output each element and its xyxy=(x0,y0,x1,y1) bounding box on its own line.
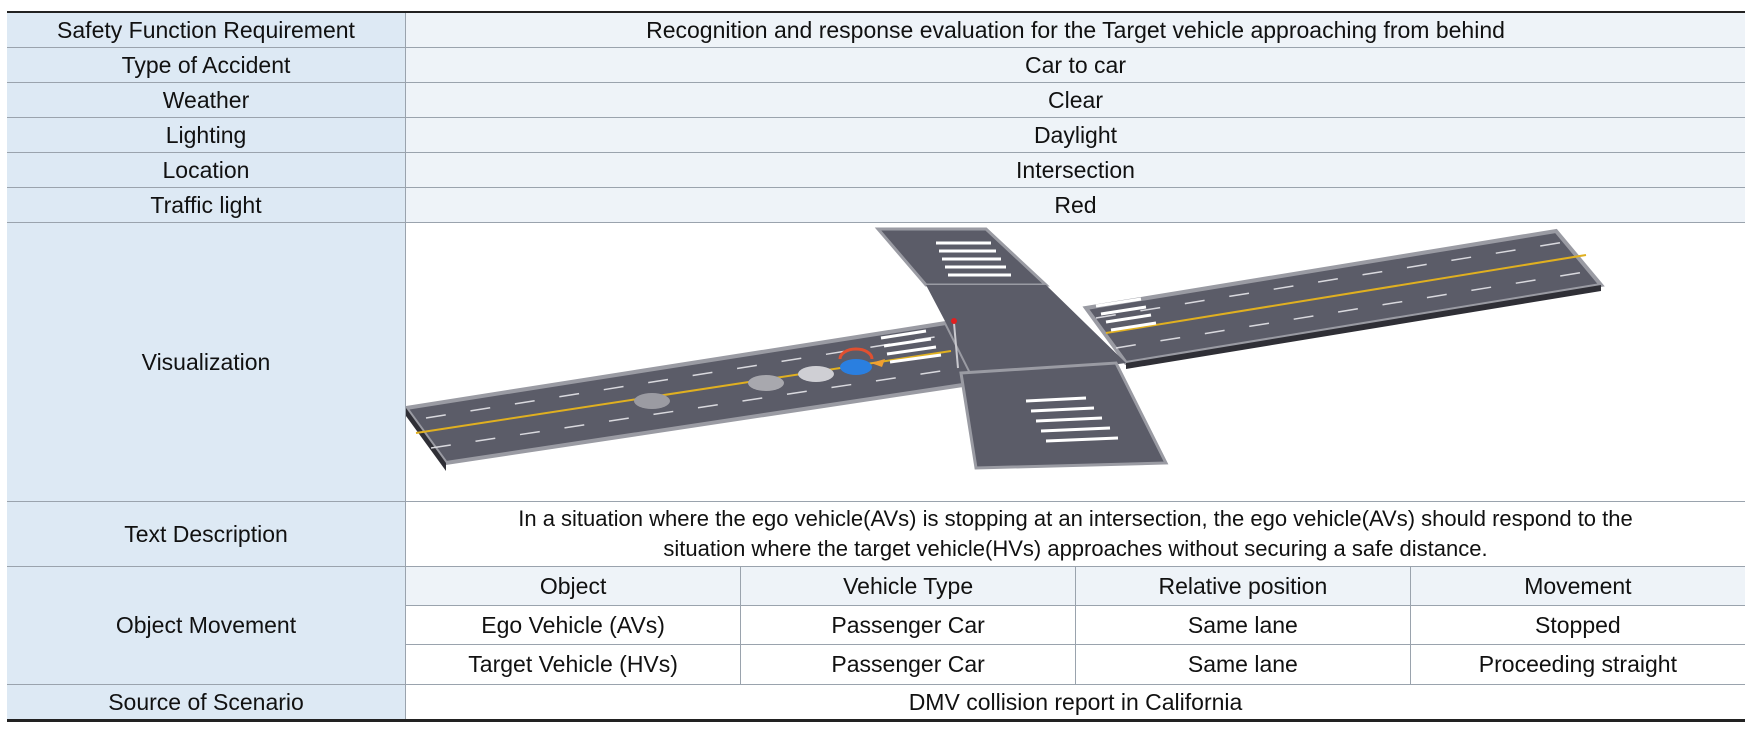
intersection-illustration xyxy=(406,227,1605,471)
row-weather: Weather Clear xyxy=(7,82,1745,118)
header-movement: Movement xyxy=(1410,567,1745,606)
value-safety-function: Recognition and response evaluation for … xyxy=(405,12,1745,48)
target-vehicle xyxy=(798,366,834,382)
label-source: Source of Scenario xyxy=(7,684,406,721)
row-location: Location Intersection xyxy=(7,152,1745,188)
car-far xyxy=(634,393,670,409)
row-safety-function: Safety Function Requirement Recognition … xyxy=(7,12,1745,48)
road-north xyxy=(874,227,1050,287)
movement-row-ego: Ego Vehicle (AVs) Passenger Car Same lan… xyxy=(406,605,1745,645)
target-object: Target Vehicle (HVs) xyxy=(406,644,742,684)
lane-dash-east-1 xyxy=(1095,240,1572,319)
crosswalk-east xyxy=(1095,297,1157,332)
visualization-cell xyxy=(405,222,1745,502)
header-relative-position: Relative position xyxy=(1075,567,1411,606)
traffic-light-pole xyxy=(953,322,959,369)
description-line-1: In a situation where the ego vehicle(AVs… xyxy=(518,506,1633,531)
sensor-arc-icon xyxy=(838,347,874,360)
value-location: Intersection xyxy=(405,152,1745,188)
road-main-east-edge xyxy=(1126,285,1601,369)
label-visualization: Visualization xyxy=(7,222,406,502)
object-movement-table: Object Vehicle Type Relative position Mo… xyxy=(406,567,1745,684)
header-object: Object xyxy=(406,567,742,606)
row-object-movement: Object Movement Object Vehicle Type Rela… xyxy=(7,566,1745,685)
label-text-description: Text Description xyxy=(7,501,406,567)
label-weather: Weather xyxy=(7,82,406,118)
target-vehicle-type: Passenger Car xyxy=(740,644,1076,684)
sensor-arc-front-icon xyxy=(871,359,885,367)
crosswalk-west xyxy=(880,329,942,364)
ego-object: Ego Vehicle (AVs) xyxy=(406,605,742,645)
value-accident-type: Car to car xyxy=(405,47,1745,83)
road-south xyxy=(959,361,1169,470)
crosswalk-south xyxy=(1025,396,1119,443)
object-movement-cell: Object Vehicle Type Relative position Mo… xyxy=(405,566,1745,685)
crosswalk-north xyxy=(936,241,1011,277)
ego-movement: Stopped xyxy=(1410,605,1745,645)
movement-row-target: Target Vehicle (HVs) Passenger Car Same … xyxy=(406,644,1745,684)
row-lighting: Lighting Daylight xyxy=(7,117,1745,153)
road-main-west-edge xyxy=(406,408,446,471)
car-mid xyxy=(748,375,784,391)
row-source: Source of Scenario DMV collision report … xyxy=(7,684,1745,721)
label-traffic-light: Traffic light xyxy=(7,187,406,223)
value-source: DMV collision report in California xyxy=(405,684,1745,721)
description-line-2: situation where the target vehicle(HVs) … xyxy=(663,536,1488,561)
label-accident-type: Type of Accident xyxy=(7,47,406,83)
value-weather: Clear xyxy=(405,82,1745,118)
value-traffic-light: Red xyxy=(405,187,1745,223)
row-traffic-light: Traffic light Red xyxy=(7,187,1745,223)
header-vehicle-type: Vehicle Type xyxy=(740,567,1076,606)
row-text-description: Text Description In a situation where th… xyxy=(7,501,1745,567)
target-movement: Proceeding straight xyxy=(1410,644,1745,684)
row-visualization: Visualization xyxy=(7,222,1745,502)
label-safety-function: Safety Function Requirement xyxy=(7,12,406,48)
traffic-light-red xyxy=(951,318,957,324)
label-location: Location xyxy=(7,152,406,188)
ego-vehicle-type: Passenger Car xyxy=(740,605,1076,645)
row-accident-type: Type of Accident Car to car xyxy=(7,47,1745,83)
value-lighting: Daylight xyxy=(405,117,1745,153)
intersection-center xyxy=(926,285,1126,383)
center-line-east xyxy=(1105,254,1587,334)
ego-vehicle xyxy=(840,359,872,375)
value-text-description: In a situation where the ego vehicle(AVs… xyxy=(405,501,1745,567)
label-lighting: Lighting xyxy=(7,117,406,153)
ego-relative-position: Same lane xyxy=(1075,605,1411,645)
lane-dash-east-2 xyxy=(1115,270,1592,349)
scenario-table: Safety Function Requirement Recognition … xyxy=(7,11,1745,722)
label-object-movement: Object Movement xyxy=(7,566,406,685)
movement-header-row: Object Vehicle Type Relative position Mo… xyxy=(406,567,1745,606)
road-main-east xyxy=(1082,228,1605,366)
target-relative-position: Same lane xyxy=(1075,644,1411,684)
